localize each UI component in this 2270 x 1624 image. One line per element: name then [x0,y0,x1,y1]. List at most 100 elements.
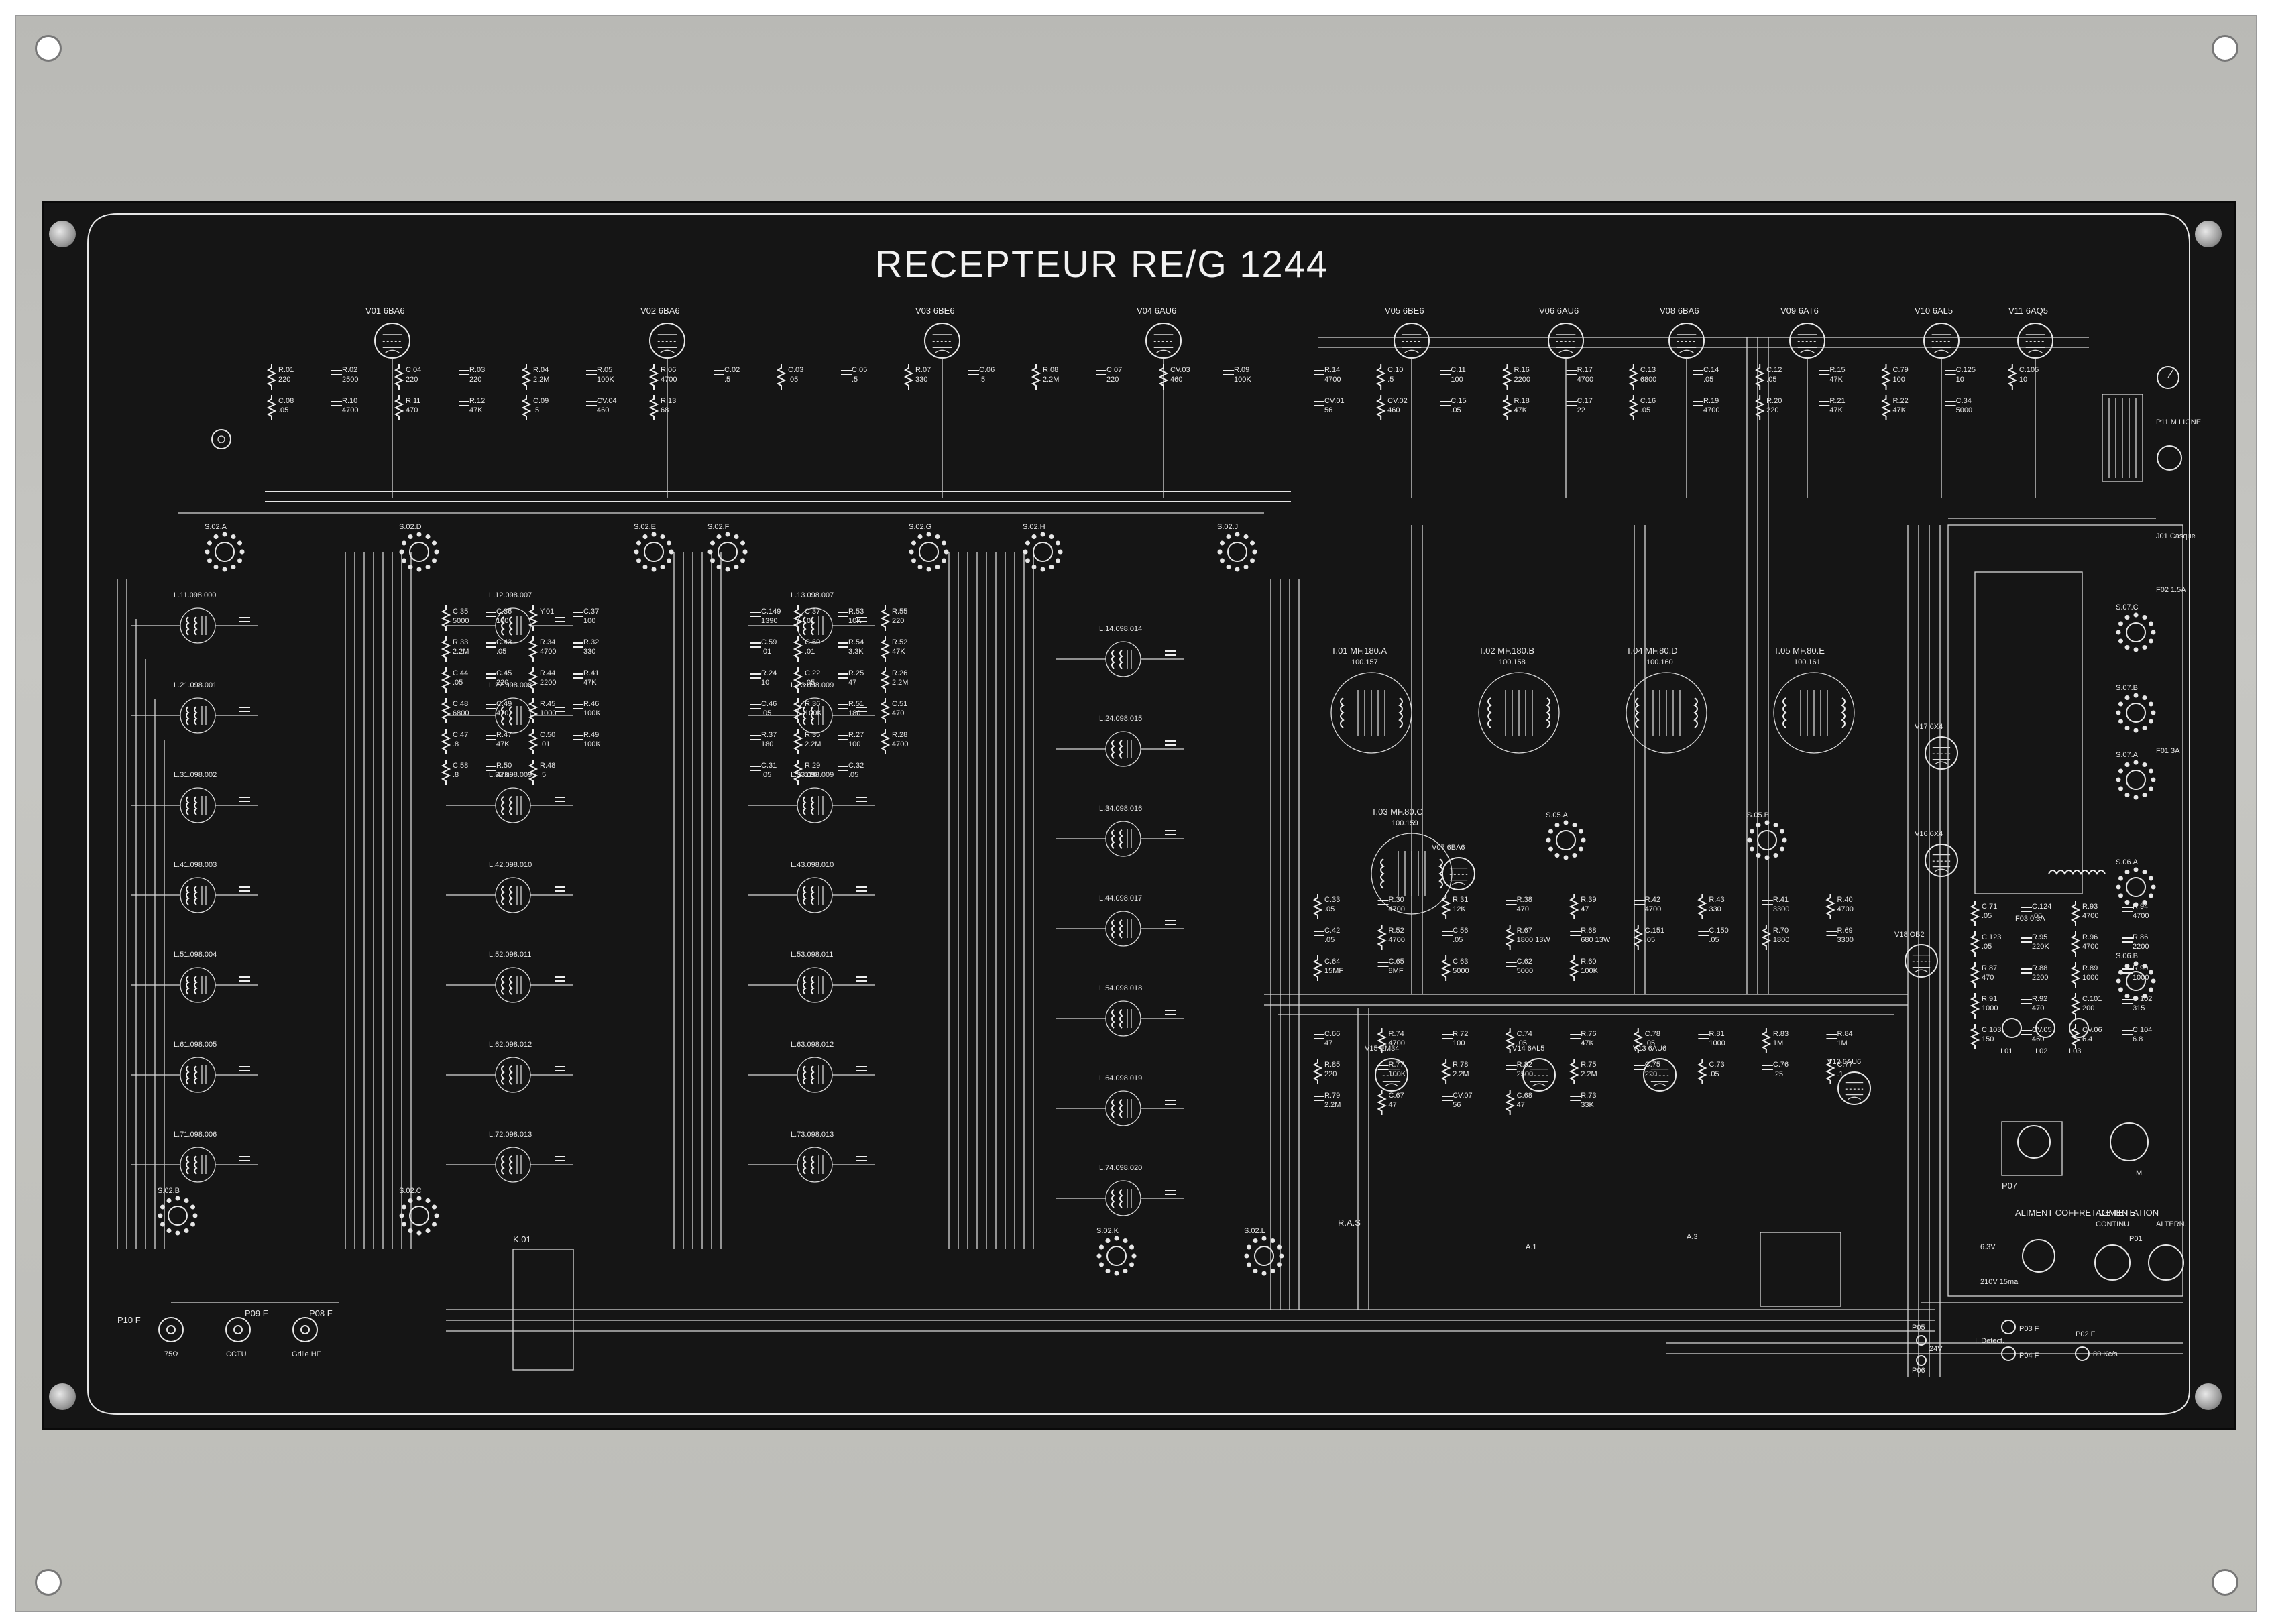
coil-label: L.63.098.012 [791,1041,834,1049]
tube-v10 [1923,323,1960,359]
p04-label: P04 F [2019,1352,2039,1360]
power-transformer-t08 [1974,571,2083,894]
capacitor [239,976,250,982]
resistor [1825,1059,1835,1084]
resistor [793,605,803,631]
component-value: 2.2M [1453,1070,1469,1078]
capacitor [486,642,496,648]
p08-sub: Grille HF [292,1350,321,1358]
switch-s-02-k [1096,1236,1137,1276]
component-ref: R.18 [1514,397,1530,405]
component-ref: R.47 [496,731,512,739]
capacitor [573,704,583,709]
component-ref: C.07 [1106,366,1122,374]
p05-label: P05 [1912,1324,1925,1332]
capacitor [555,976,565,982]
coil [180,967,216,1003]
coil [180,1147,216,1183]
switch-s-02-h [1023,532,1063,572]
component-ref: C.102 [2133,995,2152,1003]
resistor [528,698,538,723]
component-value: 220 [278,375,290,384]
resistor [793,698,803,723]
coil [495,877,531,913]
component-ref: C.77 [1837,1061,1852,1069]
capacitor [838,642,848,648]
tube-label: V08 6BA6 [1660,306,1699,316]
resistor [1569,1059,1579,1084]
component-value: 10 [1956,375,1964,384]
component-ref: R.87 [1982,964,1997,972]
coil-label: L.72.098.013 [489,1130,532,1139]
resistor [441,698,451,723]
component-value: .5 [540,771,546,779]
capacitor [1165,1190,1176,1195]
capacitor [2021,968,2032,974]
component-ref: C.45 [496,669,512,677]
resistor [1440,894,1451,919]
component-ref: R.44 [540,669,555,677]
component-ref: R.49 [583,731,599,739]
capacitor [2021,937,2032,943]
if-label: T.02 MF.180.B [1479,646,1534,656]
meter-m01 [2157,366,2179,389]
component-value: 330 [583,648,595,656]
capacitor [1442,1034,1453,1039]
component-ref: C.32 [848,762,864,770]
p09-sub: CCTU [226,1350,247,1358]
component-value: 5000 [1453,967,1469,975]
component-value: 470 [1982,974,1994,982]
middle-harness [673,552,1300,1310]
resistor [1628,364,1639,390]
tube-label: V16 6X4 [1915,830,1943,838]
resistor [394,395,404,420]
component-value: 4700 [661,375,677,384]
coil [180,607,216,644]
capacitor [1440,401,1451,406]
switch-s-02-d [399,532,439,572]
component-ref: C.12 [1766,366,1782,374]
component-value: .05 [2032,912,2042,920]
component-value: 1390 [761,617,777,625]
component-ref: R.31 [1453,896,1468,904]
switch-s-02-e [634,532,674,572]
tube-label: V12 6AU6 [1827,1058,1861,1066]
coil [1105,731,1141,767]
resistor [2070,993,2081,1019]
component-ref: C.123 [1982,933,2001,941]
coil [1105,911,1141,947]
resistor [1697,894,1707,919]
resistor [1569,955,1579,981]
component-value: 4700 [2082,912,2098,920]
resistor [441,667,451,693]
coil [797,1147,833,1183]
switch-label: S.02.G [909,523,931,531]
bfo-transformer [1760,1232,1841,1307]
switch-label: S.02.J [1217,523,1238,531]
component-ref: C.11 [1451,366,1465,374]
v210-label: 210V 15ma [1980,1278,2019,1286]
choke-l01 [2048,870,2106,875]
component-ref: R.77 [1389,1061,1404,1069]
capacitor [1762,900,1773,905]
coil-label: L.24.098.015 [1099,715,1142,723]
component-value: 68 [661,406,669,414]
component-value: .05 [453,679,463,687]
component-value: 4700 [2082,943,2098,951]
component-ref: CV.05 [2032,1026,2052,1034]
component-value: 1M [1773,1039,1783,1047]
resistor [903,364,914,390]
coil [180,1057,216,1093]
tube-label: V11 6AQ5 [2008,306,2048,316]
coil [180,787,216,823]
tube-v06 [1548,323,1584,359]
component-ref: R.04 [533,366,549,374]
component-value: .05 [761,771,771,779]
capacitor [1314,1096,1324,1101]
capacitor [239,1066,250,1071]
component-value: .05 [761,709,771,717]
if-label: T.05 MF.80.E [1774,646,1825,656]
coil-label: L.62.098.012 [489,1041,532,1049]
capacitor [1945,370,1956,375]
capacitor [2021,999,2032,1004]
